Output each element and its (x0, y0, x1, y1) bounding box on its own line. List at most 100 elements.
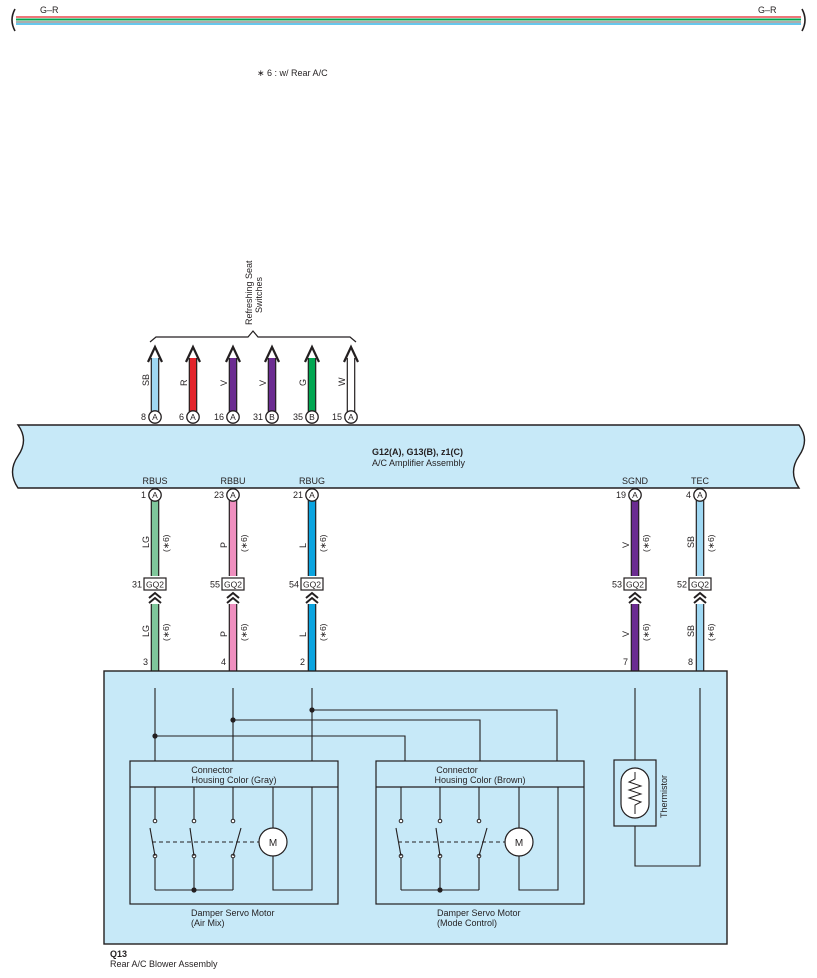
bottom-code-lower-group-2: L (298, 632, 308, 637)
junction-pin-3: 53 (612, 580, 622, 590)
motor-mode-caption-1: Damper Servo Motor (437, 908, 521, 918)
top-wire-arrow-4 (304, 344, 320, 363)
rbus-node (152, 733, 158, 739)
junction-chevron-b-3 (628, 596, 642, 604)
motor-0-contact-a-pin-top (152, 818, 158, 824)
junction-chevron-a-2 (305, 591, 319, 599)
top-wire-arrow-3 (264, 344, 280, 363)
thermistor-zigzag (627, 772, 643, 814)
top-wire-code-group-0: SB (141, 374, 151, 386)
bottom-connector-2-letter: A (309, 490, 315, 500)
bottom-terminal-1: RBBU (220, 476, 245, 486)
junction-chevron-a-3 (628, 591, 642, 599)
junction-box-2 (300, 577, 324, 591)
servo-motor-air-mix: Connector Housing Color (Gray) Damper Se… (129, 760, 339, 928)
rbug-node (309, 707, 315, 713)
bottom-note-lower-4: (∗6) (706, 623, 716, 641)
motor-air-mix-caption-2: (Air Mix) (191, 918, 225, 928)
top-harness: G–R G–R (11, 5, 806, 32)
motor-1-contact-c-pin-top (476, 818, 482, 824)
bottom-note-upper-group-2: (∗6) (318, 534, 328, 552)
bottom-note-upper-2: (∗6) (318, 534, 328, 552)
top-wire-arrow-5 (343, 344, 359, 363)
motor-0-motor-lead-loop (272, 787, 313, 891)
bottom-note-upper-0: (∗6) (161, 534, 171, 552)
thermistor-element (620, 767, 650, 819)
junction-label-1: GQ2 (224, 580, 242, 590)
switch-group: Refreshing Seat Switches (149, 260, 357, 343)
bottom-code-upper-0: LG (141, 536, 151, 548)
amplifier-code: G12(A), G13(B), z1(C) (372, 447, 463, 457)
thermistor-label: Thermistor (659, 775, 669, 818)
device-pin-1: 4 (221, 657, 226, 667)
bottom-code-upper-4: SB (686, 536, 696, 548)
top-pin-5: 15 (332, 412, 342, 422)
top-wire-arrow-0 (147, 344, 163, 363)
servo-motor-mode-control: Connector Housing Color (Brown) Damper S… (375, 760, 585, 928)
bottom-code-lower-0: LG (141, 625, 151, 637)
bottom-code-upper-group-4: SB (686, 536, 696, 548)
bottom-code-upper-1: P (219, 542, 229, 548)
rbbu-node (230, 717, 236, 723)
bottom-connector-1-letter: A (230, 490, 236, 500)
junction-label-2: GQ2 (303, 580, 321, 590)
motor-1-contact-a-pin-top (398, 818, 404, 824)
bottom-code-upper-2: L (298, 543, 308, 548)
junction-pin-2: 54 (289, 580, 299, 590)
amplifier-name: A/C Amplifier Assembly (372, 458, 466, 468)
bottom-note-lower-0: (∗6) (161, 623, 171, 641)
motor-air-mix-frame (129, 760, 339, 905)
thermistor: Thermistor (613, 759, 669, 827)
motor-mode-frame (375, 760, 585, 905)
switch-group-line2: Switches (254, 276, 264, 313)
top-pin-2: 16 (214, 412, 224, 422)
top-pin-1: 6 (179, 412, 184, 422)
bottom-pin-1: 23 (214, 490, 224, 500)
junction-label-3: GQ2 (626, 580, 644, 590)
bottom-pin-3: 19 (616, 490, 626, 500)
top-connector-4 (305, 410, 319, 424)
junction-pin-4: 52 (677, 580, 687, 590)
bottom-note-upper-4: (∗6) (706, 534, 716, 552)
motor-0-contact-c-pin-top (230, 818, 236, 824)
junction-chevron-b-1 (226, 596, 240, 604)
bottom-code-lower-1: P (219, 631, 229, 637)
bottom-terminal-3: SGND (622, 476, 649, 486)
bottom-connector-2 (305, 488, 319, 502)
bottom-code-upper-group-0: LG (141, 536, 151, 548)
top-connector-5 (344, 410, 358, 424)
top-wire-code-0: SB (141, 374, 151, 386)
bottom-note-lower-group-1: (∗6) (239, 623, 249, 641)
rbbu-to-mode (233, 719, 481, 761)
top-connector-3 (265, 410, 279, 424)
junction-label-4: GQ2 (691, 580, 709, 590)
footnote: ∗ 6 : w/ Rear A/C (257, 68, 328, 78)
device-pin-2: 2 (300, 657, 305, 667)
bottom-note-lower-group-4: (∗6) (706, 623, 716, 641)
junction-chevron-b-2 (305, 596, 319, 604)
top-wire-code-4: G (298, 379, 308, 386)
rbug-to-mode (312, 709, 558, 761)
bottom-note-lower-group-0: (∗6) (161, 623, 171, 641)
top-wire-arrow-2 (225, 344, 241, 363)
bottom-pin-2: 21 (293, 490, 303, 500)
motor-1-symbol-label: M (515, 838, 523, 849)
bottom-note-upper-3: (∗6) (641, 534, 651, 552)
top-connector-0 (148, 410, 162, 424)
bottom-connector-3-letter: A (632, 490, 638, 500)
bottom-code-lower-2: L (298, 632, 308, 637)
bottom-wire-group: RBUSA1LG(∗6)GQ231LG(∗6)3RBUSRBBUA23P(∗6)… (132, 476, 716, 686)
bottom-connector-4-letter: A (697, 490, 703, 500)
motor-0-motor-symbol-icon (258, 827, 288, 857)
bottom-code-lower-group-1: P (219, 631, 229, 637)
junction-chevron-b-0 (148, 596, 162, 604)
switch-group-line1: Refreshing Seat (244, 260, 254, 325)
top-pin-4: 35 (293, 412, 303, 422)
bottom-note-lower-group-2: (∗6) (318, 623, 328, 641)
top-connector-1-letter: A (190, 412, 196, 422)
bottom-code-lower-4: SB (686, 625, 696, 637)
motor-1-motor-symbol-icon (504, 827, 534, 857)
bottom-connector-1 (226, 488, 240, 502)
